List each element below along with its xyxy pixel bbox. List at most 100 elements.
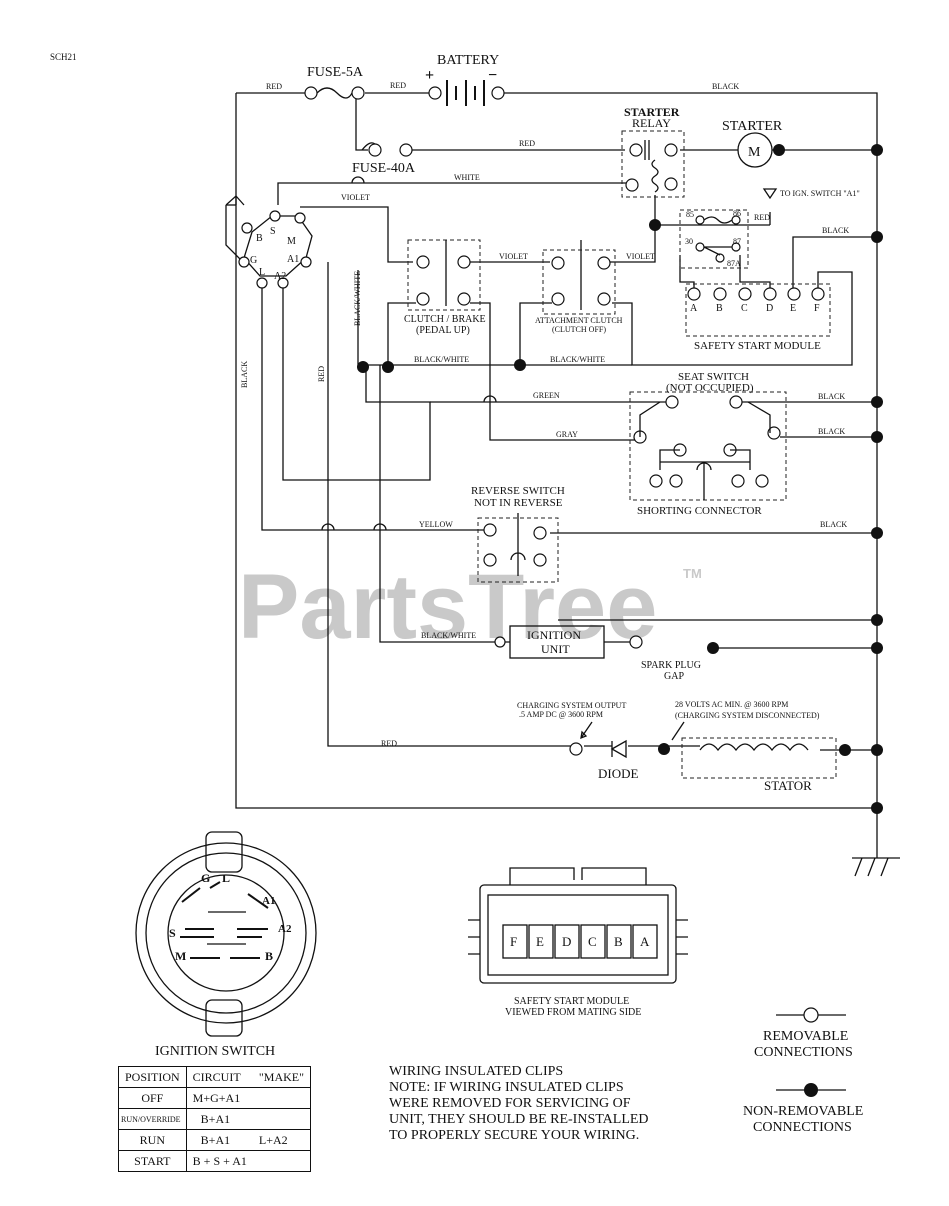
table-cell: B+A1 — [185, 1108, 253, 1130]
module-pin-b: B — [716, 303, 723, 314]
starter-relay-label-2: RELAY — [632, 116, 671, 130]
wire-label-bw-2: BLACK/WHITE — [550, 355, 605, 364]
table-header: "MAKE" — [252, 1066, 312, 1088]
ignition-unit: IGNITION UNIT SPARK PLUG GAP — [494, 625, 701, 682]
fuse-40a-label: FUSE-40A — [352, 161, 416, 176]
safety-module-label: SAFETY START MODULE — [694, 340, 821, 352]
table-cell: B + S + A1 — [185, 1150, 253, 1172]
battery-minus: − — [488, 67, 497, 84]
table-row: RUN/OVERRIDE B+A1 — [118, 1108, 312, 1130]
table-cell: OFF — [118, 1087, 187, 1109]
starter-label: STARTER — [722, 119, 783, 134]
non-removable-connections — [357, 144, 883, 814]
wire-label-red-4: RED — [754, 213, 770, 222]
ignition-switch-title: IGNITION SWITCH — [155, 1044, 275, 1059]
conn-pin-b: B — [614, 934, 623, 949]
ignition-unit-label-1: IGNITION — [527, 628, 581, 642]
seat-switch-label-1: SEAT SWITCH — [678, 371, 749, 383]
legend-nonremovable-2: CONNECTIONS — [753, 1120, 852, 1135]
switch-term-l: L — [259, 267, 265, 278]
conn-pin-a: A — [640, 934, 650, 949]
stator-label: STATOR — [764, 778, 812, 793]
charging-label-1: CHARGING SYSTEM OUTPUT — [517, 701, 626, 710]
clutch-brake-label-1: CLUTCH / BRAKE — [404, 314, 486, 325]
table-cell: START — [118, 1150, 187, 1172]
ignition-switch-table: POSITION CIRCUIT "MAKE" OFF M+G+A1 RUN/O… — [118, 1066, 312, 1172]
wire-label-violet-2: VIOLET — [499, 252, 528, 261]
table-cell: B+A1 — [185, 1129, 253, 1151]
relay-87a: 87A — [727, 259, 741, 268]
legend: REMOVABLE CONNECTIONS NON-REMOVABLE CONN… — [743, 1007, 863, 1135]
wire-label-violet-3: VIOLET — [626, 252, 655, 261]
starter-m: M — [748, 145, 761, 160]
module-pin-c: C — [741, 303, 748, 314]
shorting-connector-label: SHORTING CONNECTOR — [637, 505, 762, 517]
table-cell: RUN/OVERRIDE — [118, 1108, 187, 1130]
attach-clutch-label-1: ATTACHMENT CLUTCH — [535, 316, 623, 325]
ign-letter-l: L — [222, 871, 230, 885]
table-header: CIRCUIT — [185, 1066, 253, 1088]
table-cell — [252, 1087, 312, 1109]
table-row: START B + S + A1 — [118, 1150, 312, 1172]
note-line: UNIT, THEY SHOULD BE RE-INSTALLED — [389, 1112, 649, 1127]
wire-label-black-2: BLACK — [822, 226, 849, 235]
fuse-40a: FUSE-40A — [352, 142, 416, 176]
note-line: NOTE: IF WIRING INSULATED CLIPS — [389, 1080, 624, 1095]
ign-letter-a2: A2 — [278, 923, 292, 935]
wire-label-green: GREEN — [533, 391, 560, 400]
reverse-switch: REVERSE SWITCH NOT IN REVERSE — [471, 485, 565, 583]
wire-label-gray: GRAY — [556, 430, 578, 439]
ign-letter-b: B — [265, 949, 273, 963]
wire-label-white: WHITE — [454, 173, 480, 182]
legend-removable-1: REMOVABLE — [763, 1029, 848, 1044]
attachment-clutch-switch: ATTACHMENT CLUTCH (CLUTCH OFF) — [535, 240, 623, 334]
table-row: RUN B+A1 L+A2 — [118, 1129, 312, 1151]
watermark: PartsTree — [238, 556, 657, 658]
battery-label: BATTERY — [437, 53, 499, 68]
table-cell — [252, 1150, 312, 1172]
safety-relay: TO IGN. SWITCH "A1" RED 85 86 30 87 87A — [679, 188, 860, 269]
wire-label-black-3: BLACK — [818, 392, 845, 401]
connector-caption-2: VIEWED FROM MATING SIDE — [505, 1007, 641, 1018]
stator-spec-1: 28 VOLTS AC MIN. @ 3600 RPM — [675, 700, 788, 709]
ignition-switch-drawing: G L A1 A2 S M B IGNITION SWITCH — [135, 831, 317, 1059]
table-cell — [252, 1108, 312, 1130]
relay-85: 85 — [686, 210, 694, 219]
wire-label-bw-vert: BLACK/WHITE — [353, 271, 362, 326]
battery: BATTERY + − — [425, 53, 505, 106]
wire-label-red-3: RED — [519, 139, 535, 148]
table-header-row: POSITION CIRCUIT "MAKE" — [118, 1066, 312, 1088]
legend-nonremovable-1: NON-REMOVABLE — [743, 1104, 863, 1119]
switch-term-s: S — [270, 226, 276, 237]
switch-term-g: G — [250, 255, 257, 266]
conn-pin-c: C — [588, 934, 597, 949]
ignition-switch-schematic: B S M G A1 L A2 — [225, 195, 313, 289]
ign-letter-m: M — [175, 949, 186, 963]
reverse-switch-label-2: NOT IN REVERSE — [474, 497, 563, 509]
note-title: WIRING INSULATED CLIPS — [389, 1064, 564, 1079]
switch-term-a1: A1 — [287, 254, 299, 265]
switch-term-a2: A2 — [274, 271, 286, 282]
module-pin-e: E — [790, 303, 796, 314]
connector-caption-1: SAFETY START MODULE — [514, 996, 629, 1007]
diode-label: DIODE — [598, 766, 638, 781]
wire-crossings — [321, 176, 497, 531]
wire-label-black-1: BLACK — [712, 82, 739, 91]
table-row: OFF M+G+A1 — [118, 1087, 312, 1109]
relay-86: 86 — [733, 209, 741, 218]
watermark-tm: TM — [683, 566, 702, 581]
wire-label-red-1: RED — [266, 82, 282, 91]
conn-pin-d: D — [562, 934, 571, 949]
wire-label-bw-1: BLACK/WHITE — [414, 355, 469, 364]
wire-label-black-4: BLACK — [818, 427, 845, 436]
seat-switch-label-2: (NOT OCCUPIED) — [666, 382, 754, 394]
note-line: TO PROPERLY SECURE YOUR WIRING. — [389, 1128, 640, 1143]
wiring — [226, 92, 900, 877]
starter-relay: STARTER RELAY — [621, 105, 685, 198]
diagram-id: SCH21 — [50, 52, 77, 62]
table-header: POSITION — [118, 1066, 187, 1088]
fuse-5a-label: FUSE-5A — [307, 65, 364, 80]
wire-label-yellow: YELLOW — [419, 520, 453, 529]
wire-label-black-5: BLACK — [820, 520, 847, 529]
table-cell: L+A2 — [252, 1129, 312, 1151]
